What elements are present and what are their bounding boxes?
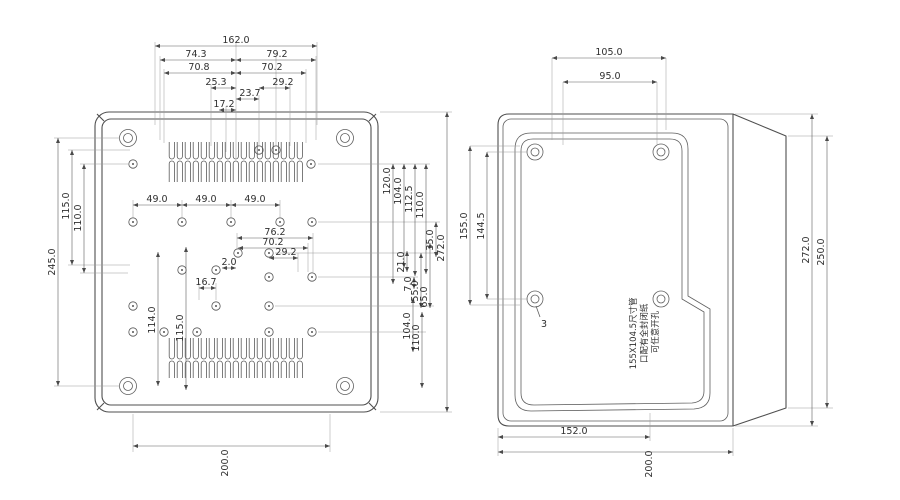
callout-label: 3	[541, 319, 547, 330]
dim-label: 7.0	[403, 276, 414, 291]
side-view: 105.0 95.0 144.5 155.0 272.0 250.0 152.0…	[459, 47, 833, 478]
dim-label: 49.0	[146, 194, 167, 205]
panel-note-line: 口配有全封闭纸	[639, 303, 650, 363]
front-body-outline	[94, 111, 379, 413]
dim-label: 16.7	[195, 277, 216, 288]
front-extension-lines	[54, 42, 452, 452]
dim-label: 144.5	[476, 212, 487, 239]
vent-slots-top	[167, 142, 304, 182]
dim-label: 110.0	[73, 204, 84, 231]
dim-label: 200.0	[644, 450, 655, 477]
dim-label: 49.0	[195, 194, 216, 205]
dim-label: 155.0	[459, 212, 470, 239]
front-view: 162.0 74.3 79.2 70.8 70.2 25.3 29.2 23.7…	[47, 35, 452, 477]
side-dimension-labels: 105.0 95.0 144.5 155.0 272.0 250.0 152.0…	[459, 47, 827, 478]
panel-note-line: 155X104.5尺寸管	[628, 297, 639, 369]
dim-label: 200.0	[220, 449, 231, 476]
panel-note-text: 155X104.5尺寸管 口配有全封闭纸 可任意开孔	[628, 295, 661, 370]
dim-label: 70.2	[262, 237, 283, 248]
dim-label: 35.0	[425, 229, 436, 250]
dim-label: 25.3	[205, 77, 226, 88]
side-body-outline	[497, 113, 787, 427]
dim-label: 272.0	[436, 234, 447, 261]
dim-label: 272.0	[801, 236, 812, 263]
dim-label: 114.0	[147, 306, 158, 333]
dim-label: 70.8	[188, 62, 209, 73]
dim-label: 65.0	[419, 286, 430, 307]
dim-label: 2.0	[221, 257, 236, 268]
dim-label: 115.0	[61, 192, 72, 219]
dim-label: 110.0	[411, 324, 422, 351]
panel-note-line: 可任意开孔	[650, 310, 661, 353]
dim-label: 95.0	[599, 71, 620, 82]
dim-label: 29.2	[275, 247, 296, 258]
side-dimension-lines	[467, 55, 830, 455]
dim-label: 120.0	[382, 167, 393, 194]
dim-label: 104.0	[402, 312, 413, 339]
dim-label: 162.0	[222, 35, 249, 46]
dim-label: 152.0	[560, 426, 587, 437]
dim-label: 79.2	[266, 49, 287, 60]
dim-label: 76.2	[264, 227, 285, 238]
dim-label: 21.0	[396, 251, 407, 272]
dim-label: 17.2	[213, 99, 234, 110]
front-dimension-lines	[55, 43, 450, 449]
side-panel-outline	[514, 132, 711, 412]
front-corner-screw-holes	[119, 129, 354, 395]
dim-label: 74.3	[185, 49, 206, 60]
dim-label: 70.2	[261, 62, 282, 73]
dim-label: 105.0	[595, 47, 622, 58]
front-dimension-labels: 162.0 74.3 79.2 70.8 70.2 25.3 29.2 23.7…	[47, 35, 447, 477]
dim-label: 250.0	[816, 238, 827, 265]
side-extension-lines	[470, 58, 833, 456]
vent-slots-bottom	[167, 338, 304, 378]
front-vent-slots	[167, 142, 304, 378]
dim-label: 110.0	[415, 191, 426, 218]
dim-label: 23.7	[239, 88, 260, 99]
dim-label: 115.0	[175, 314, 186, 341]
dim-label: 245.0	[47, 248, 58, 275]
dim-label: 112.5	[404, 185, 415, 212]
dim-label: 29.2	[272, 77, 293, 88]
dim-label: 49.0	[244, 194, 265, 205]
dim-label: 55.0	[410, 280, 421, 301]
dim-label: 104.0	[393, 177, 404, 204]
